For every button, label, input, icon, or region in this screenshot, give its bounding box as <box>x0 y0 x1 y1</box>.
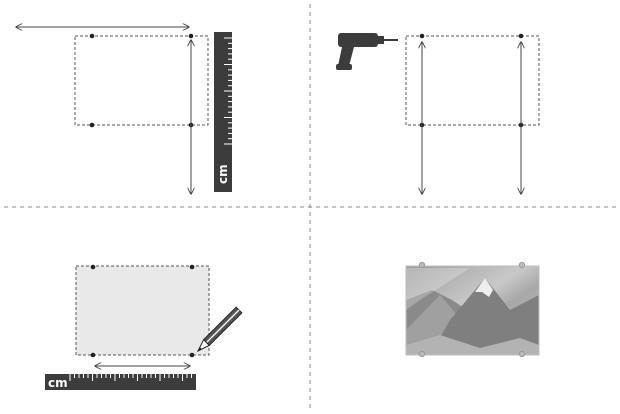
panel-drill <box>336 33 540 194</box>
frame-outline <box>74 35 209 126</box>
frame-outline <box>405 35 540 126</box>
ruler-icon: cm <box>45 374 196 390</box>
mounting-screw <box>518 350 526 358</box>
frame-fill <box>75 265 210 356</box>
panel-hang <box>405 261 540 358</box>
mark-point <box>189 352 195 358</box>
drill-point <box>419 33 425 39</box>
framed-mountain-picture <box>405 265 540 356</box>
ruler-unit-label: cm <box>48 376 68 390</box>
panel-mark: cm <box>45 264 243 390</box>
ruler-ticks <box>69 374 192 381</box>
mounting-screw <box>418 261 426 269</box>
panel-measure: cm <box>16 27 232 194</box>
hanging-point <box>188 33 194 39</box>
drill-point <box>518 33 524 39</box>
ruler-unit-label: cm <box>216 164 230 184</box>
mounting-screw <box>418 350 426 358</box>
mounting-screw <box>518 261 526 269</box>
pencil-icon <box>196 306 243 353</box>
ruler-ticks <box>224 37 232 145</box>
mark-point <box>90 352 96 358</box>
drill-icon <box>336 33 398 70</box>
mark-point <box>90 264 96 270</box>
mark-point <box>189 264 195 270</box>
hanging-point <box>89 122 95 128</box>
ruler-icon: cm <box>214 32 232 192</box>
hanging-point <box>89 33 95 39</box>
